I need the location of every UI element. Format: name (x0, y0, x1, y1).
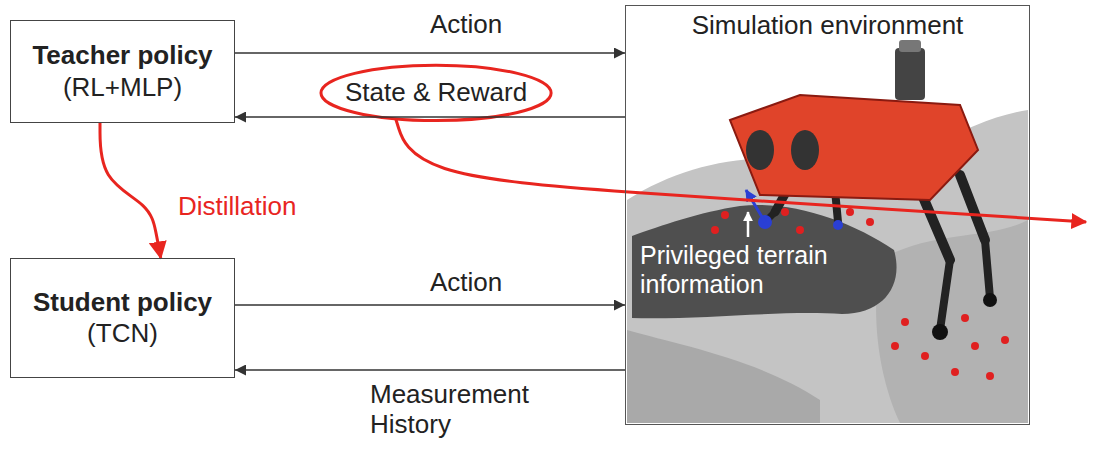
robot-camera (791, 130, 819, 170)
sample-dot (721, 211, 729, 219)
robot-foot (833, 220, 843, 230)
highlight-ellipse (321, 65, 551, 120)
robot-leg (960, 175, 985, 240)
sample-dot (1001, 336, 1009, 344)
robot-leg (985, 240, 990, 298)
sample-dot (891, 342, 899, 350)
policy-box: Teacher policy(RL+MLP) (10, 20, 235, 123)
sample-dot (866, 218, 874, 226)
robot (730, 40, 997, 340)
edge-label: Action (430, 10, 502, 40)
annotation-label: Privileged terrain information (640, 241, 890, 299)
sample-dot (901, 318, 909, 326)
box-title: Student policy (33, 287, 212, 318)
robot-foot (983, 293, 997, 307)
box-subtitle: (RL+MLP) (63, 72, 182, 103)
sample-dot (986, 372, 994, 380)
sample-dot (781, 208, 789, 216)
callout-arrow (396, 119, 1086, 222)
policy-box: Student policy(TCN) (10, 258, 235, 378)
terrain-shade (627, 330, 820, 423)
box-subtitle: (TCN) (87, 318, 158, 349)
edge-label: State & Reward (345, 78, 527, 108)
robot-foot (932, 324, 948, 340)
robot-camera (746, 130, 774, 170)
sample-dot (971, 342, 979, 350)
sample-dot (961, 314, 969, 322)
connector-arrow (100, 123, 161, 258)
simulation-panel: Simulation environment (625, 5, 1030, 425)
edge-label: Distillation (178, 192, 297, 222)
sample-dot (921, 352, 929, 360)
connector-arrow (235, 304, 625, 306)
sample-dot (711, 226, 719, 234)
connector-arrow (235, 52, 625, 54)
edge-label: Action (430, 268, 502, 298)
terrain-ridge (876, 220, 1028, 423)
sample-dot (951, 368, 959, 376)
box-title: Teacher policy (32, 40, 212, 71)
sample-dot (796, 226, 804, 234)
edge-label: Measurement History (370, 380, 545, 440)
connector-arrow (235, 116, 625, 118)
robot-sensor (899, 40, 921, 52)
sample-dot (846, 208, 854, 216)
panel-title: Simulation environment (692, 10, 964, 41)
robot-leg (940, 260, 950, 330)
connector-arrow (235, 369, 625, 371)
robot-body (730, 95, 978, 200)
robot-sensor (895, 48, 925, 100)
pointer-arrow (747, 212, 750, 237)
